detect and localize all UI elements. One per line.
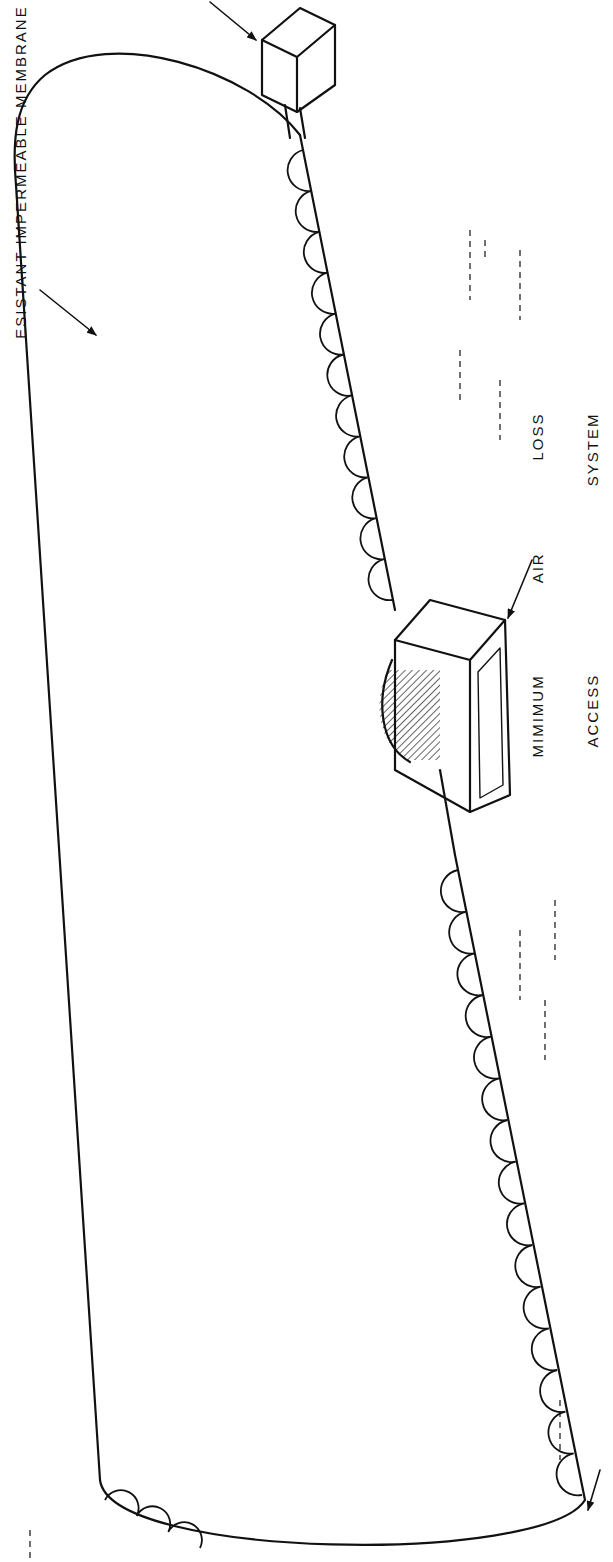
membrane-edge [300,135,395,610]
access-label: ACCESS SYSTEM [583,413,601,748]
leader-line [588,1470,600,1510]
flow-mark [484,240,485,260]
seam-scallop [441,870,582,1495]
access-box [379,600,510,855]
blower-box [262,8,335,138]
flow-marks [30,230,560,1560]
flow-mark [469,230,470,300]
seam-scallop [105,1490,202,1548]
leader-line [210,2,256,40]
leader-line [40,290,96,335]
membrane-label: ESISTANT IMPERMEABLE MEMBRANE [12,5,30,338]
membrane-outline [15,54,585,1545]
flow-mark [519,930,520,1000]
flow-mark [554,900,555,960]
flow-mark [519,250,520,320]
flow-mark [459,350,460,400]
access-label: MIMIMUM AIR LOSS [528,413,546,758]
seam-scallop [288,150,392,600]
flow-mark [544,1000,545,1060]
flow-mark [29,1530,30,1560]
flow-mark [499,380,500,440]
seam-scallops [105,150,582,1548]
flow-mark [559,1400,560,1460]
